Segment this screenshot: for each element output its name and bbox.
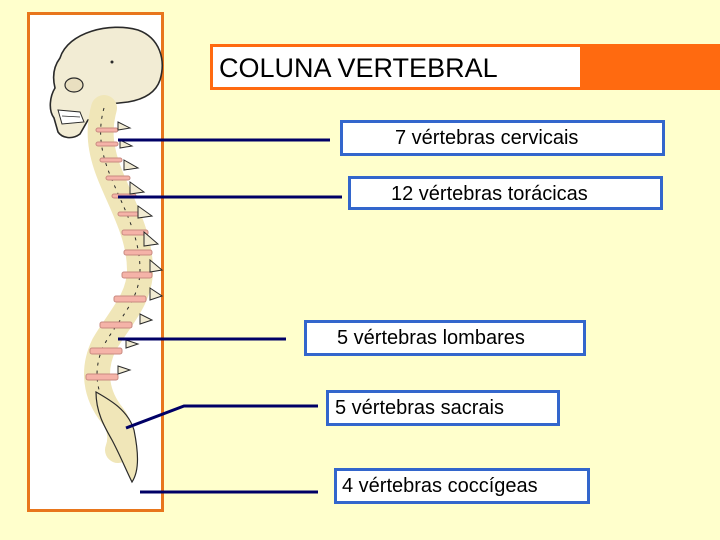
label-thoracic: 12 vértebras torácicas: [348, 176, 663, 210]
leader-line-sacral: [126, 406, 318, 428]
label-sacral: 5 vértebras sacrais: [326, 390, 560, 426]
label-coccygeal: 4 vértebras coccígeas: [334, 468, 590, 504]
label-lumbar: 5 vértebras lombares: [304, 320, 586, 356]
label-cervical: 7 vértebras cervicais: [340, 120, 665, 156]
page-title: COLUNA VERTEBRAL: [213, 47, 580, 87]
title-banner: COLUNA VERTEBRAL: [210, 44, 720, 90]
